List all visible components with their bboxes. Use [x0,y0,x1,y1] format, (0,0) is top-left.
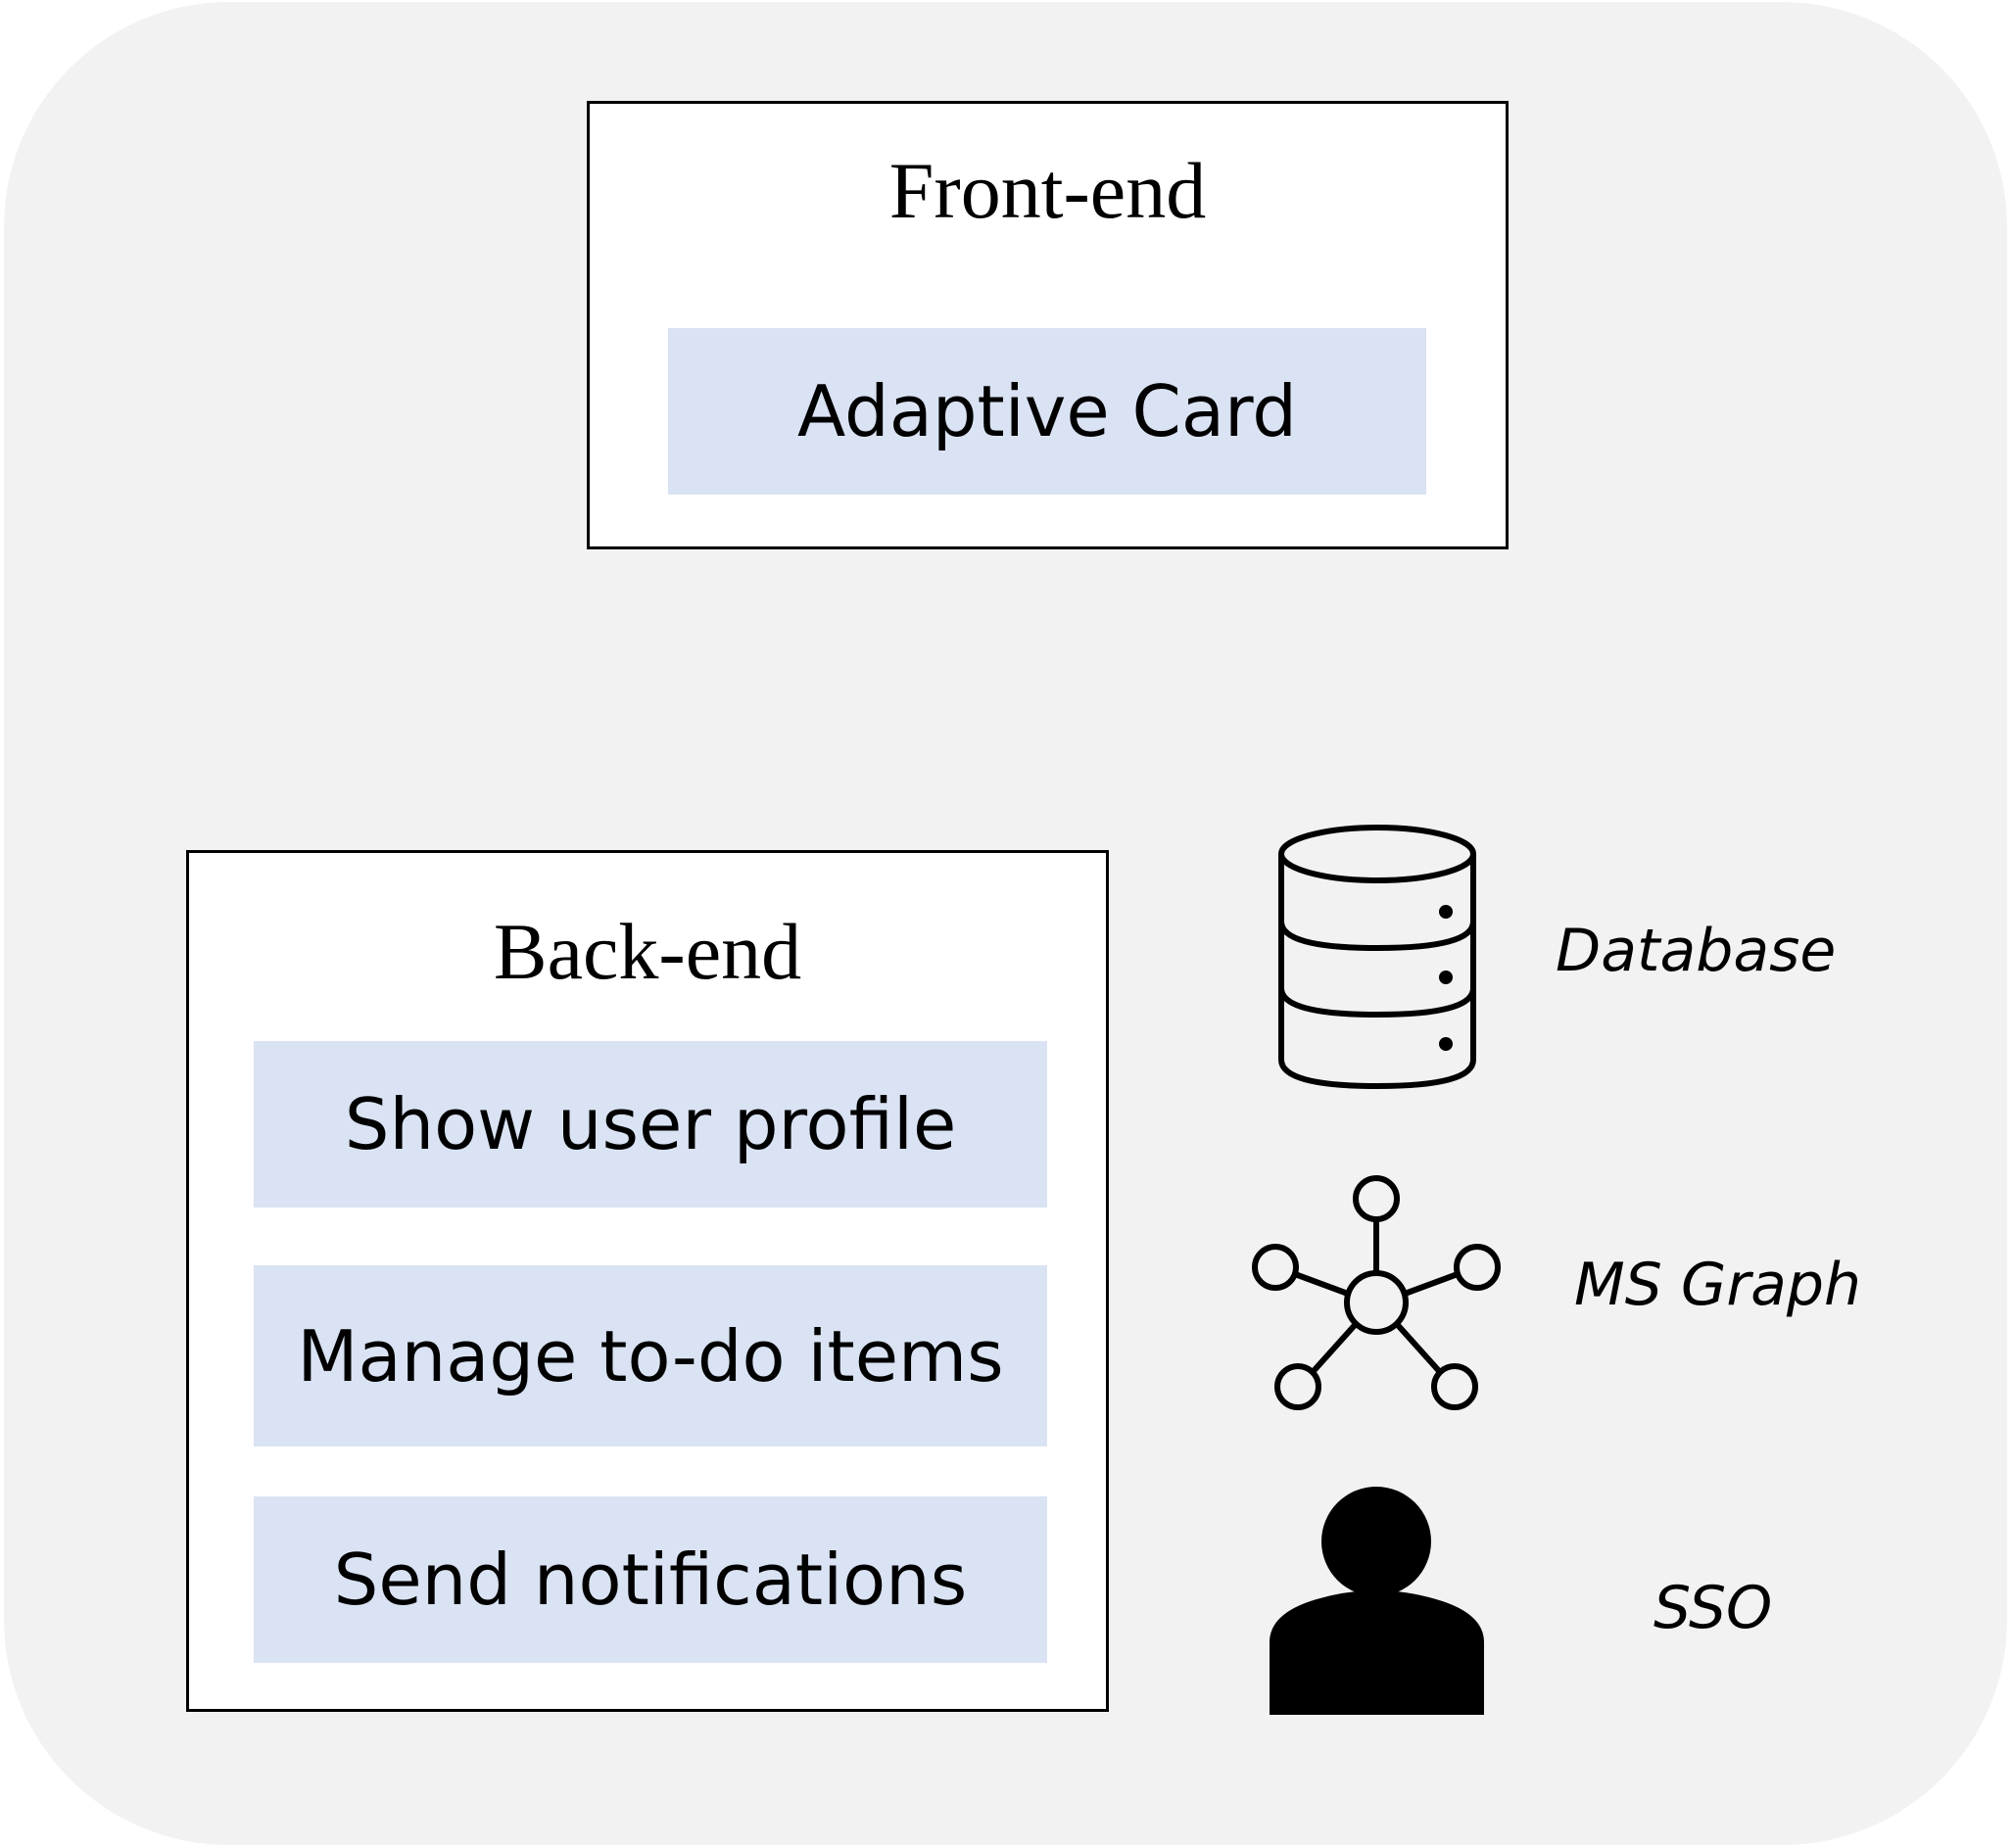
backend-panel: Back-end Show user profile Manage to-do … [186,850,1109,1712]
graph-network-icon [1252,1175,1501,1410]
frontend-panel: Front-end Adaptive Card [587,101,1509,549]
diagram-canvas: Front-end Adaptive Card Back-end Show us… [4,2,2007,1845]
manage-todo-items-box: Manage to-do items [254,1265,1047,1446]
user-person-icon [1270,1487,1484,1715]
sso-label: SSO [1654,1574,1773,1642]
database-label: Database [1556,917,1837,985]
show-user-profile-box: Show user profile [254,1041,1047,1208]
database-icon [1278,825,1476,1090]
send-notifications-box: Send notifications [254,1496,1047,1663]
frontend-title: Front-end [888,146,1207,235]
ms-graph-label: MS Graph [1574,1251,1861,1319]
backend-title: Back-end [493,907,802,996]
adaptive-card-box: Adaptive Card [668,328,1426,495]
